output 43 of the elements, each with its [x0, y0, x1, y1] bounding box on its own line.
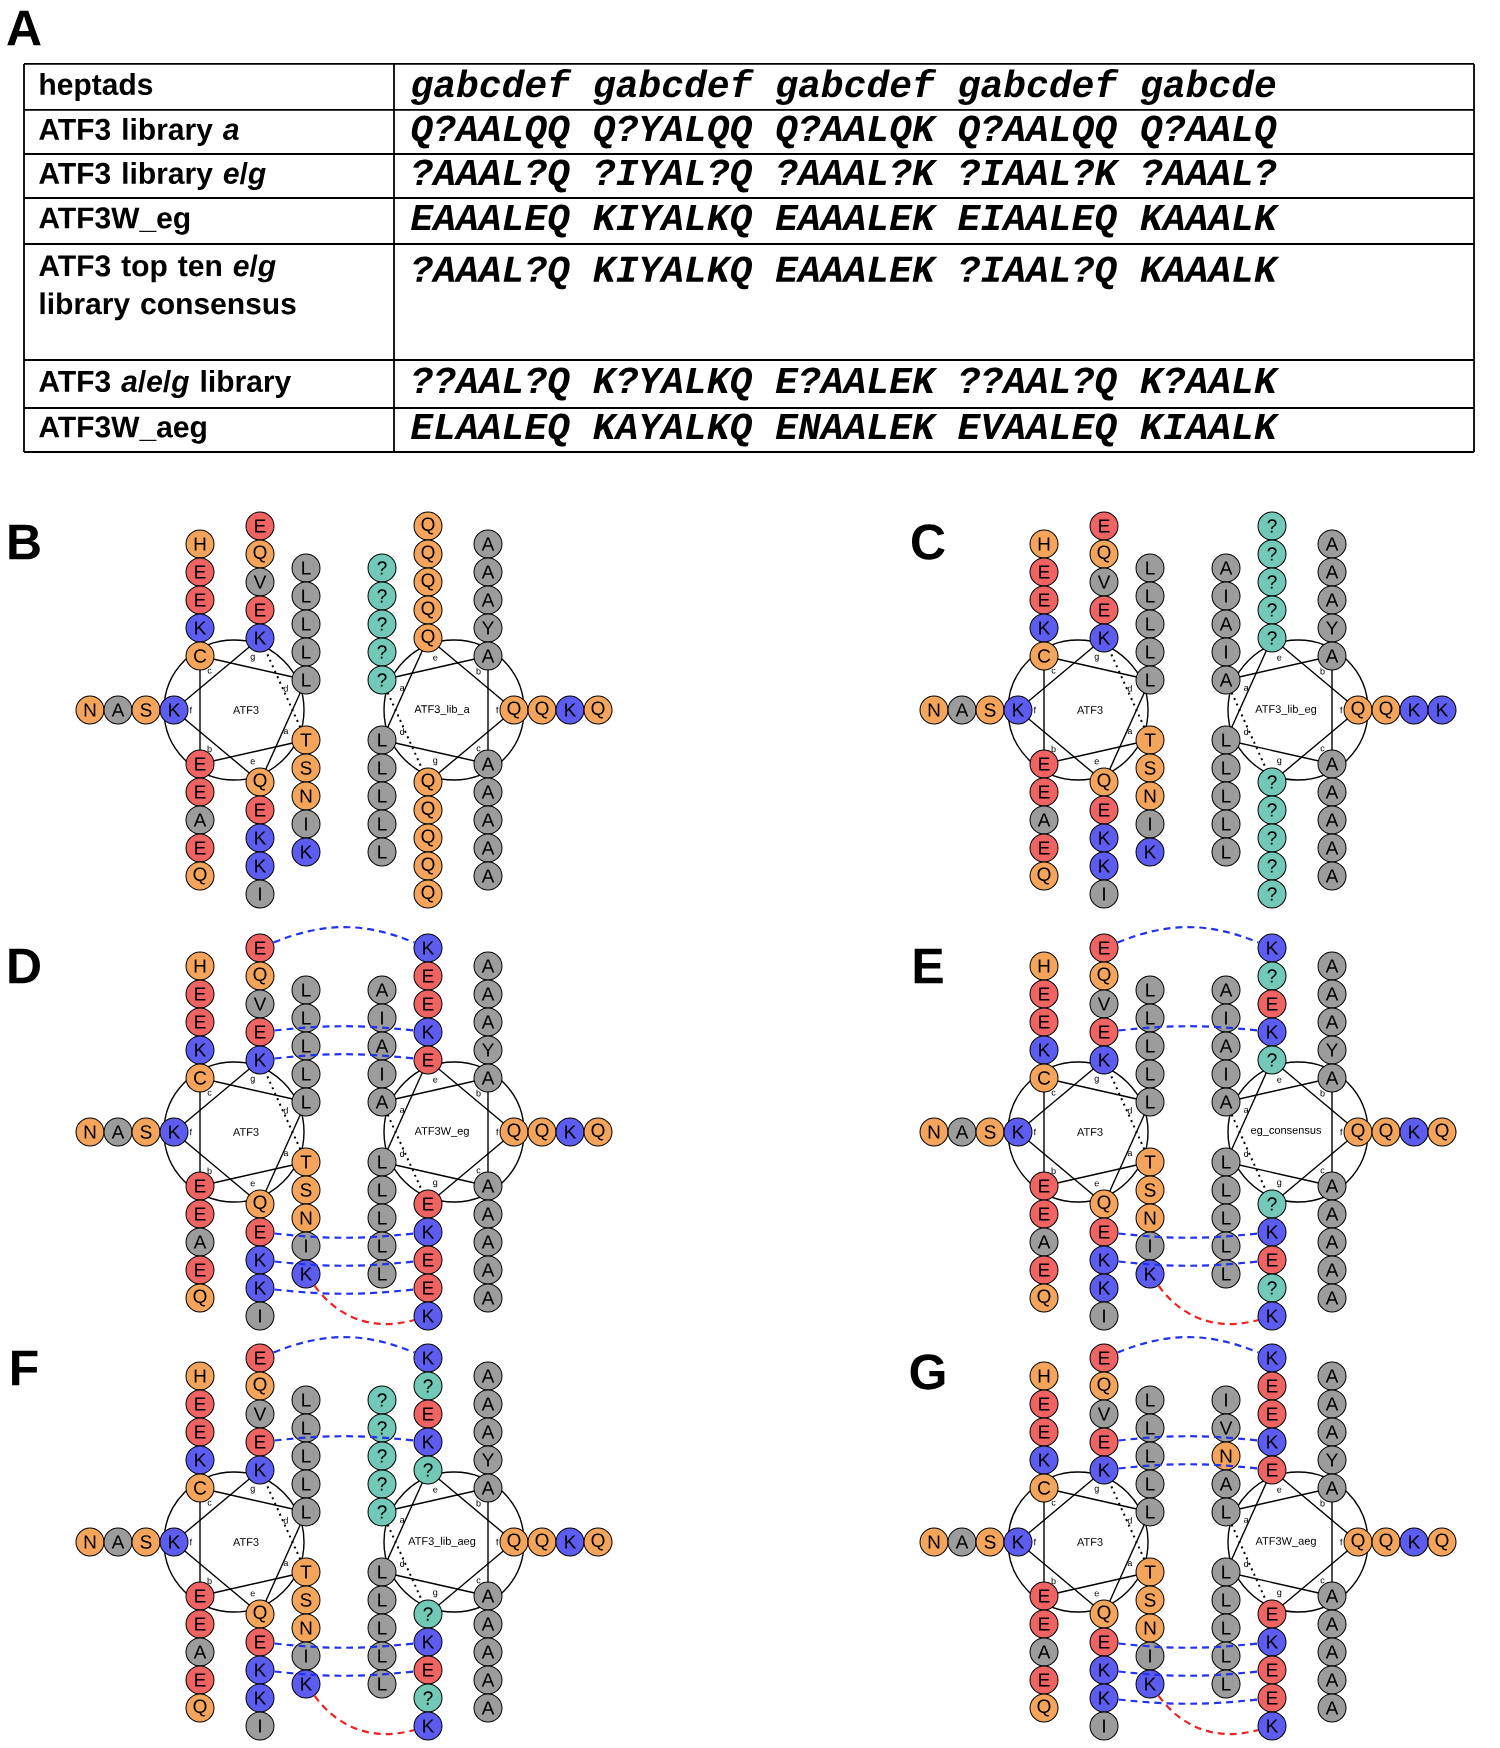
panel-letter: A	[7, 10, 41, 46]
dashed-line	[1118, 1670, 1258, 1677]
dashed-line	[274, 1670, 414, 1677]
row-header: ATF3 library e/g	[39, 162, 266, 190]
row-header: heptads	[40, 73, 153, 101]
panel-letter: D	[9, 948, 40, 984]
sequence-text: ??AAL?Q K?YALKQ E?AALEK ??AAL?Q K?AALK	[413, 367, 1280, 401]
dashed-line	[274, 1053, 414, 1060]
dashed-line	[1157, 1285, 1259, 1326]
sequence-text: ?AAAL?Q ?IYAL?Q ?AAAL?K ?IAAL?K ?AAAL?	[413, 159, 1277, 193]
dashed-line	[1118, 1260, 1258, 1267]
dashed-line	[274, 1232, 414, 1239]
sequence-text: ?AAAL?Q KIYALKQ EAAALEK ?IAAL?Q KAAALK	[413, 256, 1280, 290]
panel-letter: G	[910, 1354, 945, 1390]
sequence-text: ELAALEQ KAYALKQ ENAALEK EVAALEQ KIAALK	[411, 413, 1280, 447]
row-header: ATF3W_eg	[39, 207, 190, 235]
sequence-text: Q?AALQQ Q?YALQQ Q?AALQK Q?AALQQ Q?AALQ	[411, 115, 1277, 149]
dashed-line	[1118, 1642, 1258, 1649]
row-header: ATF3 top ten e/g library consensus	[39, 254, 296, 321]
dashed-line	[1118, 1698, 1258, 1705]
dashed-line	[273, 926, 415, 944]
dashed-line	[274, 1260, 414, 1267]
sequence-text: gabcdef gabcdef gabcdef gabcdef gabcde	[411, 68, 1276, 106]
dashed-line	[313, 1285, 415, 1326]
dashed-line	[274, 1642, 414, 1649]
dashed-line	[1118, 1463, 1258, 1470]
row-header: ATF3W_aeg	[39, 416, 206, 444]
dashed-line	[1117, 926, 1259, 944]
dashed-line	[313, 1695, 415, 1736]
panel-letter: E	[914, 948, 943, 984]
row-header: ATF3 a/e/g library	[39, 370, 292, 398]
sequence-text: EAAALEQ KIYALKQ EAAALEK EIAALEQ KAAALK	[411, 204, 1280, 238]
dashed-line	[274, 1025, 414, 1032]
panel-letter: C	[912, 524, 945, 560]
panel-letter: F	[12, 1350, 38, 1386]
dashed-line	[1157, 1695, 1259, 1736]
dashed-line	[1117, 1336, 1259, 1354]
panel-letter: B	[9, 524, 40, 560]
dashed-line	[274, 1288, 414, 1295]
dashed-line	[1118, 1435, 1258, 1442]
dashed-line	[273, 1336, 415, 1354]
row-header: ATF3 library a	[39, 118, 239, 146]
dashed-line	[1118, 1232, 1258, 1239]
